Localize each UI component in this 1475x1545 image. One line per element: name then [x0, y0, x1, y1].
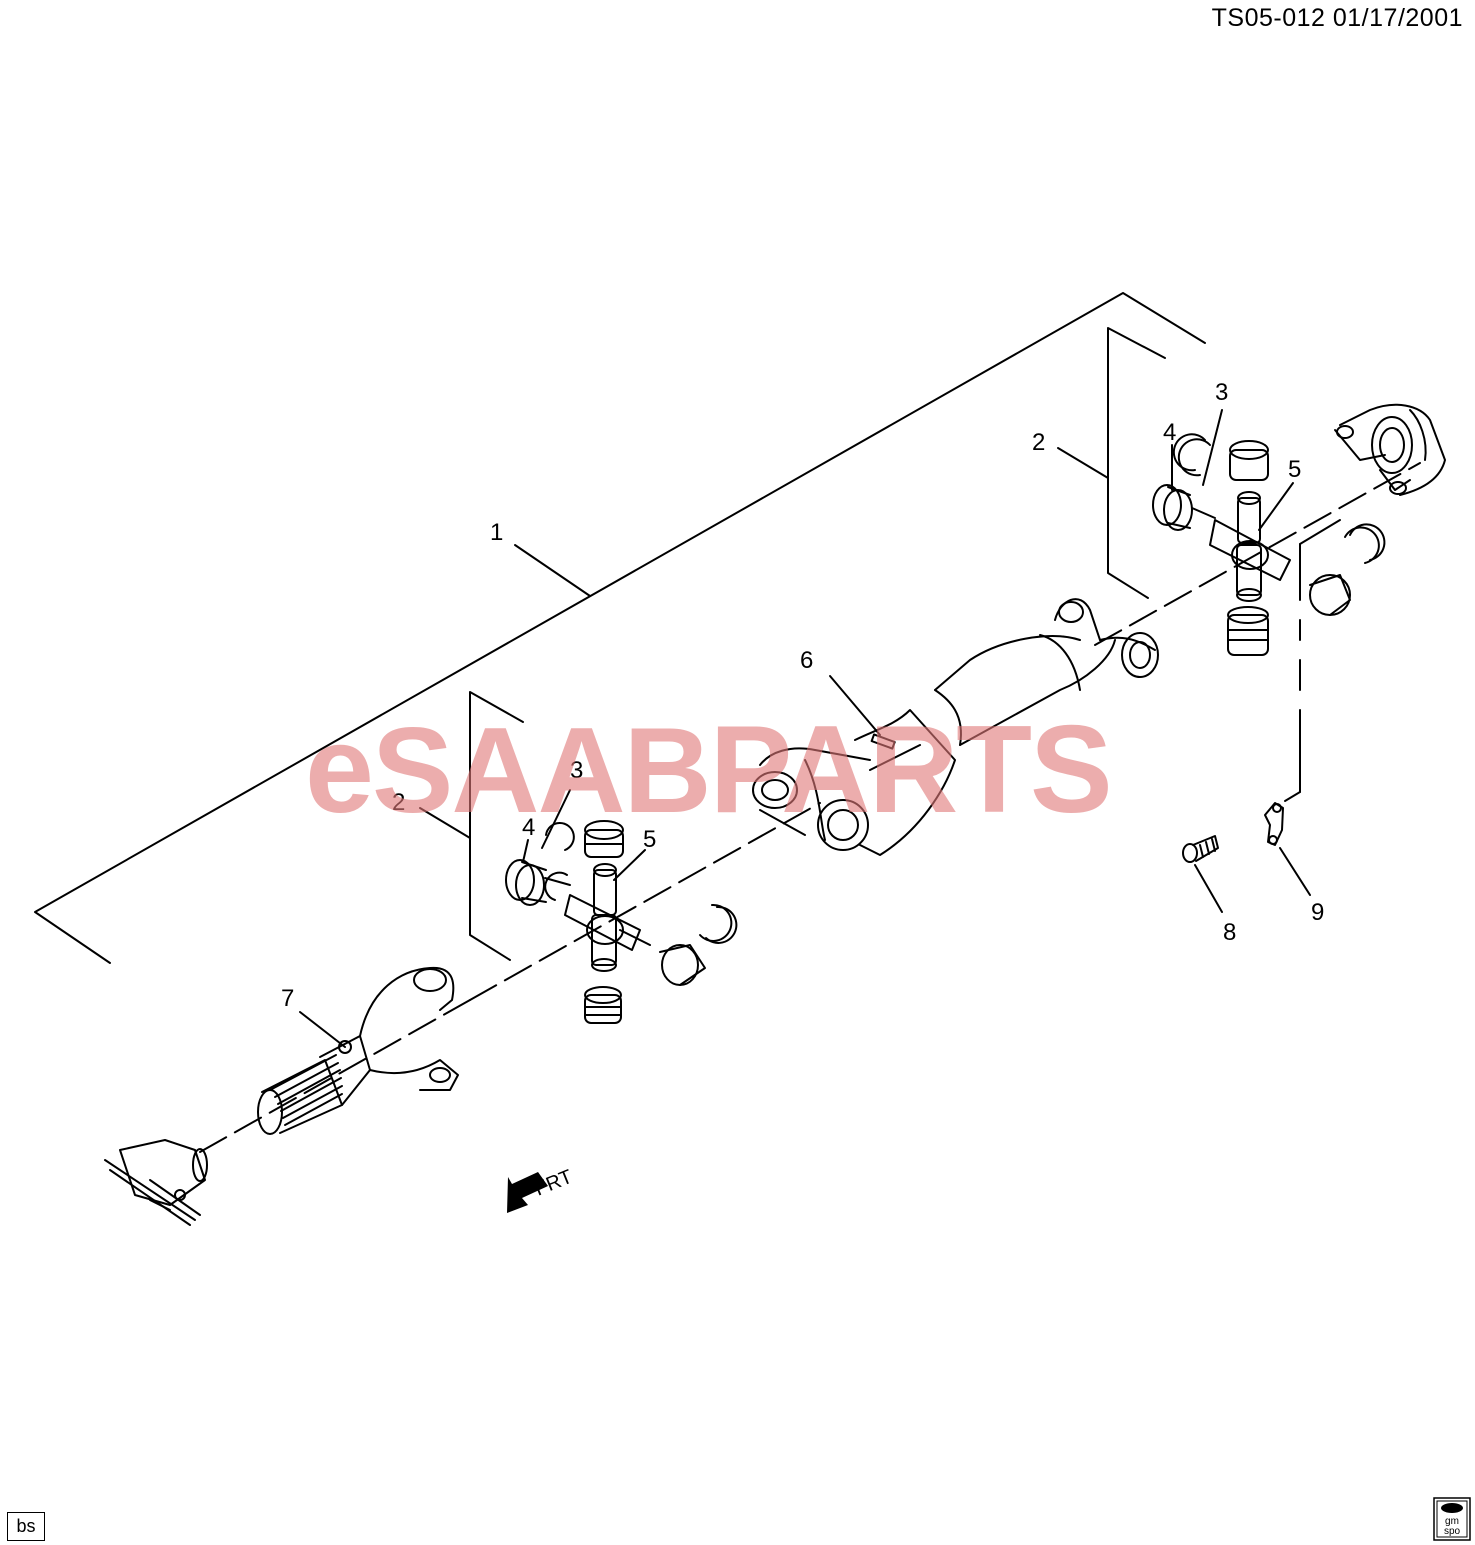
front-direction-label: FRT [532, 1166, 576, 1201]
callout-6: 6 [800, 647, 813, 674]
logo-top-text: gm [1445, 1516, 1459, 1527]
watermark-middle: SAAB [371, 702, 712, 838]
logo-bottom-text: spo [1444, 1526, 1461, 1537]
ujoint-bracket-left [419, 691, 524, 961]
leader-lines [299, 409, 1311, 1048]
rear-axle-yoke [1334, 403, 1446, 496]
callout-8: 8 [1223, 919, 1236, 946]
shaft-centerline [199, 462, 1421, 1153]
callout-5-right: 5 [1288, 456, 1301, 483]
assembly-bracket-1 [34, 292, 1206, 964]
watermark-prefix: e [305, 701, 374, 839]
right-side-bracket [1284, 519, 1341, 802]
ujoint-right [1152, 433, 1386, 656]
diagram-code: TS05-012 01/17/2001 [1211, 4, 1463, 32]
callout-9: 9 [1311, 899, 1324, 926]
ujoint-bracket-right [1057, 327, 1166, 599]
ujoint-strap [1264, 802, 1284, 846]
callout-4-right: 4 [1163, 419, 1176, 446]
callout-labels: 1 2 2 3 3 4 4 5 5 6 7 8 9 FRT [281, 379, 1324, 1201]
pinion-flange [104, 1139, 208, 1226]
driveshaft-tube [752, 598, 1159, 856]
callout-3-right: 3 [1215, 379, 1228, 406]
slip-yoke [257, 966, 459, 1135]
callout-2-left: 2 [392, 789, 405, 816]
callout-1: 1 [490, 519, 503, 546]
callout-2-right: 2 [1032, 429, 1045, 456]
watermark-suffix: PARTS [709, 701, 1113, 839]
bs-label: bs [7, 1512, 45, 1541]
front-direction-arrow-icon [507, 1172, 548, 1213]
esaabparts-watermark: eSAABPARTS [305, 708, 1113, 832]
callout-7: 7 [281, 985, 294, 1012]
ujoint-left [505, 820, 738, 1024]
strap-bolt [1182, 835, 1219, 863]
gmspo-logo-icon: gm spo [1433, 1497, 1471, 1541]
callout-4-left: 4 [522, 814, 535, 841]
callout-3-left: 3 [570, 757, 583, 784]
callout-5-left: 5 [643, 826, 656, 853]
